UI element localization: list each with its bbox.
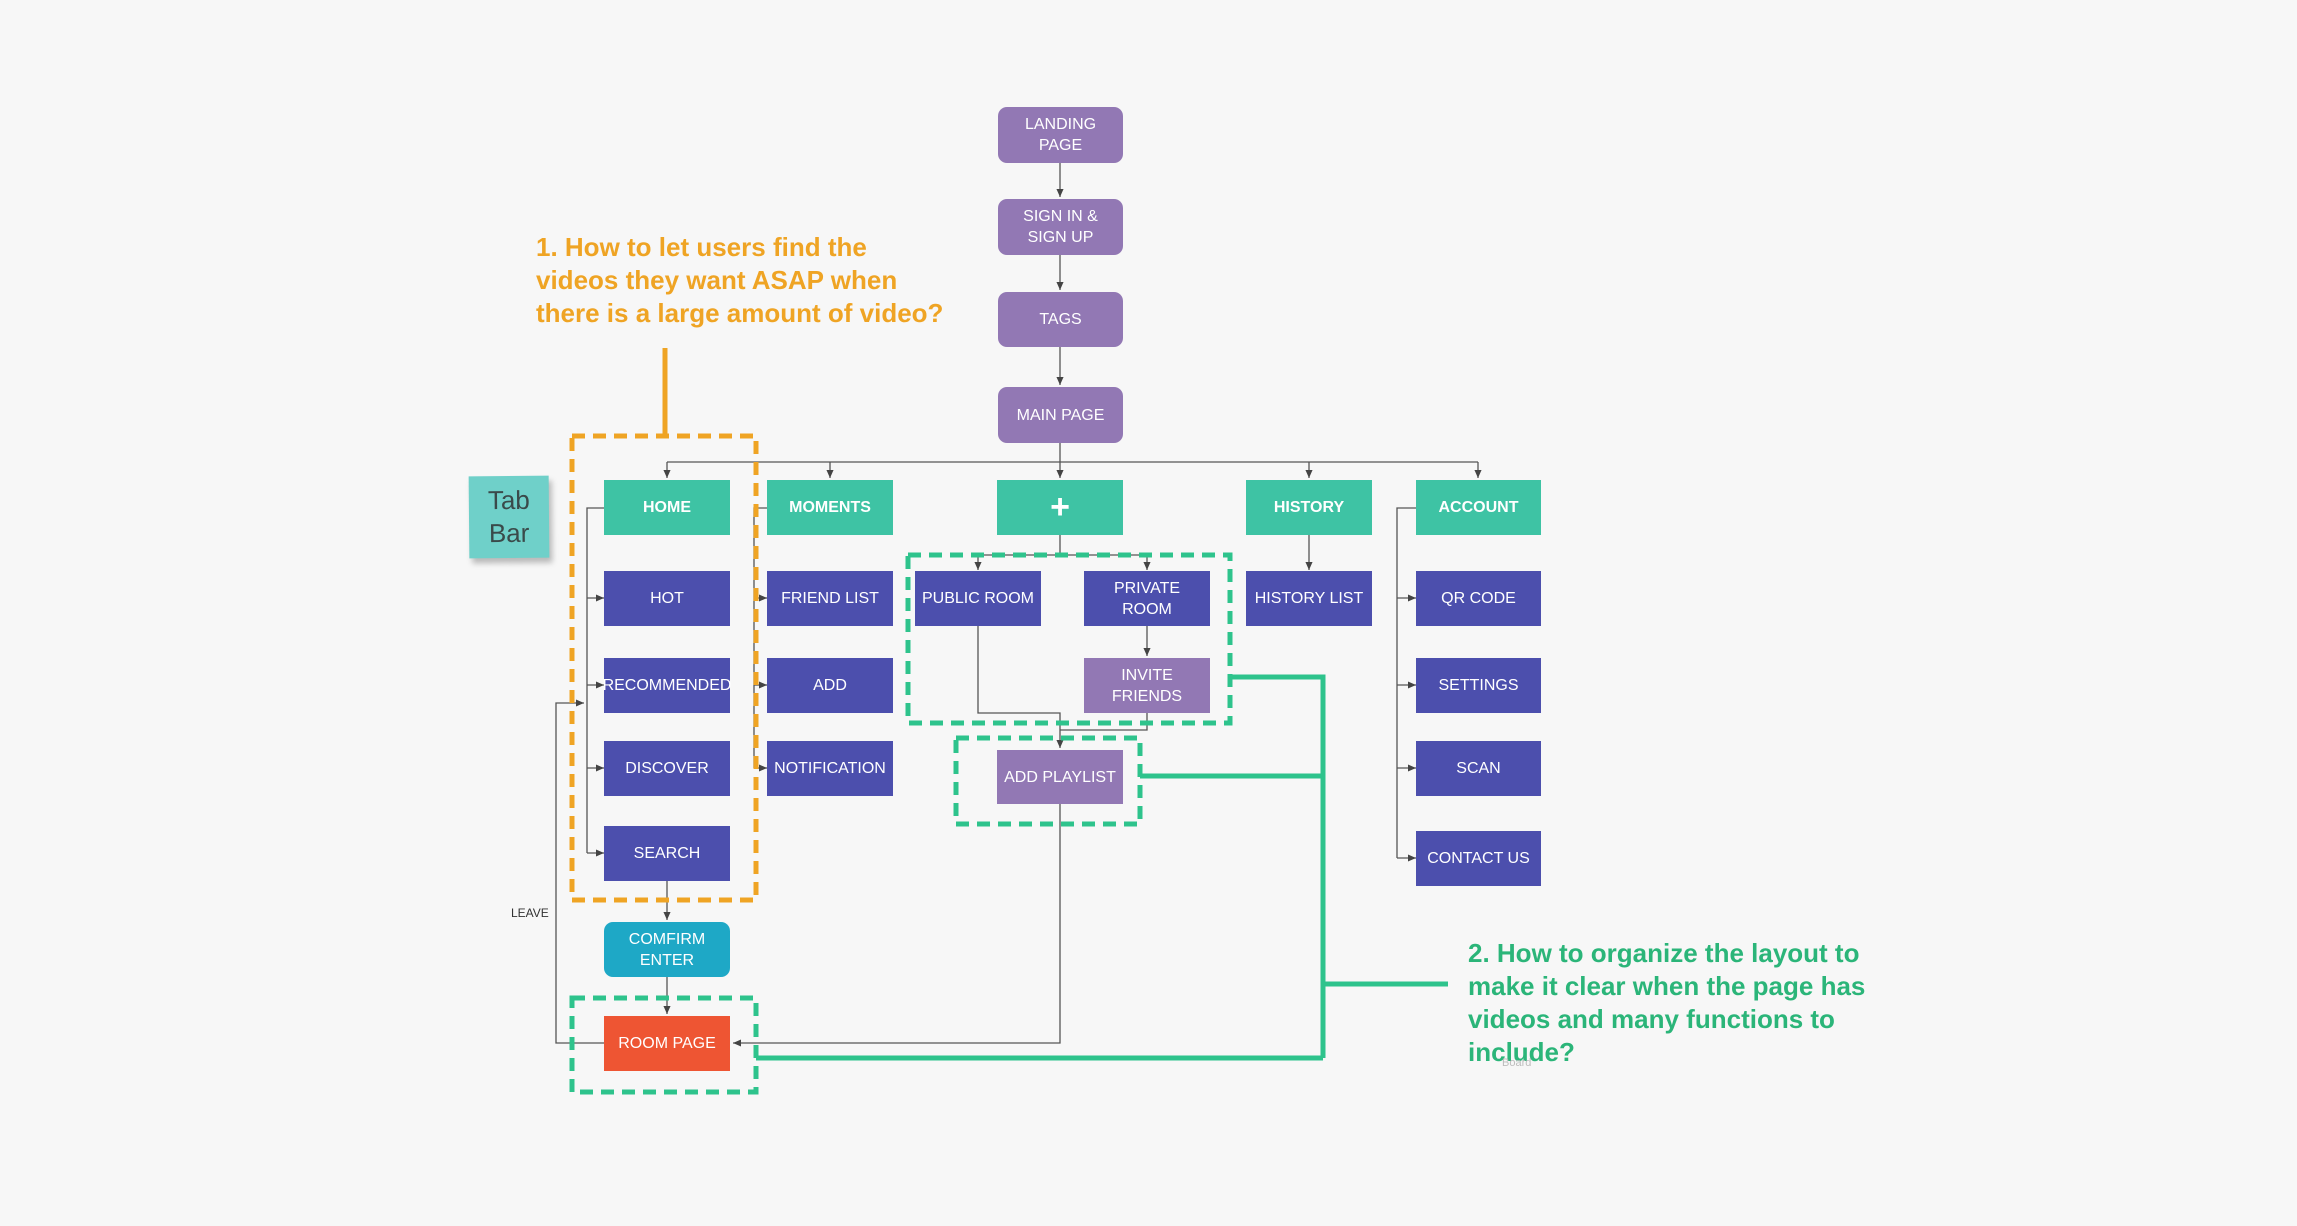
landing-page-node[interactable]: LANDING PAGE bbox=[998, 107, 1123, 163]
board-label: Board bbox=[1502, 1057, 1532, 1069]
public-room-node[interactable]: PUBLIC ROOM bbox=[915, 571, 1041, 626]
connector-public-playlist bbox=[977, 626, 1064, 748]
tab-bar-sticky-note[interactable]: Tab Bar bbox=[468, 475, 550, 559]
tab-account-node[interactable]: ACCOUNT bbox=[1416, 480, 1541, 535]
connector-invite-playlist bbox=[1060, 713, 1148, 731]
private-room-node[interactable]: PRIVATE ROOM bbox=[1084, 571, 1210, 626]
connector-account-branch bbox=[1396, 507, 1416, 858]
question-1-annotation: 1. How to let users find the videos they… bbox=[536, 232, 944, 328]
connector-plus-rooms bbox=[978, 535, 1147, 556]
contact-us-node[interactable]: CONTACT US bbox=[1416, 831, 1541, 886]
connector-home-branch bbox=[586, 507, 604, 853]
confirm-enter-node[interactable]: COMFIRM ENTER bbox=[604, 922, 730, 977]
question-2-annotation: 2. How to organize the layout to make it… bbox=[1468, 938, 1866, 1067]
tab-home-node[interactable]: HOME bbox=[604, 480, 730, 535]
tab-moments-node[interactable]: MOMENTS bbox=[767, 480, 893, 535]
qr-code-node[interactable]: QR CODE bbox=[1416, 571, 1541, 626]
tab-plus-node[interactable]: + bbox=[997, 480, 1123, 535]
room-page-node[interactable]: ROOM PAGE bbox=[604, 1016, 730, 1071]
green-dashed-box-playlist bbox=[953, 735, 1143, 827]
main-page-node[interactable]: MAIN PAGE bbox=[998, 387, 1123, 443]
green-dashed-box-room-page bbox=[569, 995, 759, 1095]
scan-node[interactable]: SCAN bbox=[1416, 741, 1541, 796]
add-node[interactable]: ADD bbox=[767, 658, 893, 713]
add-playlist-node[interactable]: ADD PLAYLIST bbox=[997, 750, 1123, 804]
invite-friends-node[interactable]: INVITE FRIENDS bbox=[1084, 658, 1210, 713]
connector-playlist-room bbox=[733, 804, 1061, 1047]
history-list-node[interactable]: HISTORY LIST bbox=[1246, 571, 1372, 626]
connector-leave-loop bbox=[555, 699, 604, 1044]
recommended-node[interactable]: RECOMMENDED bbox=[603, 658, 731, 713]
green-connector-invite bbox=[1232, 674, 1326, 1058]
settings-node[interactable]: SETTINGS bbox=[1416, 658, 1541, 713]
leave-label: LEAVE bbox=[511, 906, 549, 920]
sign-in-sign-up-node[interactable]: SIGN IN & SIGN UP bbox=[998, 199, 1123, 255]
tags-node[interactable]: TAGS bbox=[998, 292, 1123, 347]
notification-node[interactable]: NOTIFICATION bbox=[767, 741, 893, 796]
green-dashed-box-rooms bbox=[905, 552, 1233, 726]
tab-history-node[interactable]: HISTORY bbox=[1246, 480, 1372, 535]
orange-dashed-box-home bbox=[569, 433, 759, 903]
friend-list-node[interactable]: FRIEND LIST bbox=[767, 571, 893, 626]
search-node[interactable]: SEARCH bbox=[604, 826, 730, 881]
discover-node[interactable]: DISCOVER bbox=[604, 741, 730, 796]
hot-node[interactable]: HOT bbox=[604, 571, 730, 626]
